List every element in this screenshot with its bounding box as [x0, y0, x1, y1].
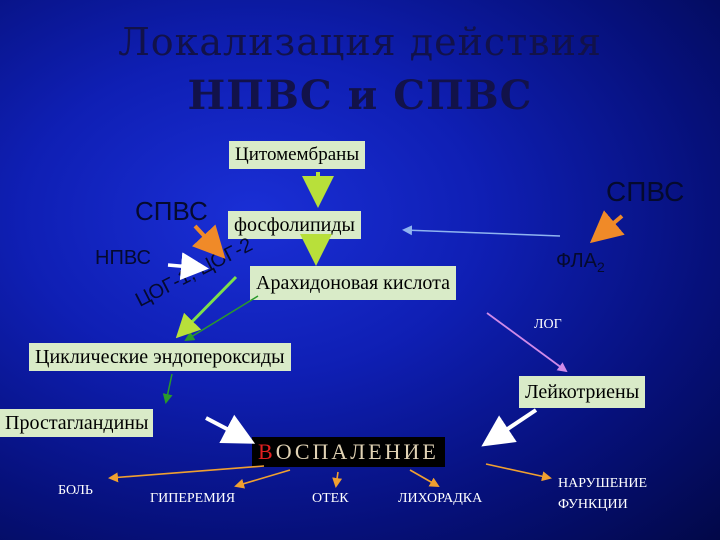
inflammation-rest: ОСПАЛЕНИЕ	[275, 439, 439, 464]
label-spvs-right: СПВС	[606, 176, 685, 207]
label-pla2: ФЛА2	[556, 250, 605, 275]
effect-fever: ЛИХОРАДКА	[398, 491, 483, 506]
arrow-inflammation-to-fever	[409, 469, 440, 487]
arrow-spvs-left-inhibit	[191, 224, 226, 259]
arrow-inflammation-to-pain	[108, 465, 265, 483]
arrow-npvs-to-cox	[167, 252, 209, 281]
arrow-inflammation-to-hyperemia	[234, 469, 291, 489]
effect-hyperemia: ГИПЕРЕМИЯ	[150, 491, 236, 506]
arrow-cox-to-cyclic	[175, 275, 238, 339]
node-cytomembranes: Цитомембраны	[229, 141, 366, 169]
arrow-arachidonic-to-leukotrienes	[486, 312, 568, 373]
effect-dysfunction-line-1: НАРУШЕНИЕ	[558, 476, 648, 491]
effect-edema: ОТЕК	[312, 491, 349, 506]
arrow-prostaglandins-to-inflammation	[205, 414, 256, 444]
title-line-1: Локализация действия	[118, 20, 602, 64]
label-pla2-text: ФЛА	[556, 250, 598, 272]
arrow-spvs-right-inhibit	[589, 210, 625, 244]
node-cyclic-endoperoxides: Циклические эндопероксиды	[29, 343, 291, 371]
arrow-leukotrienes-to-inflammation	[481, 408, 538, 447]
label-log: ЛОГ	[534, 317, 562, 332]
arrow-cyclic-to-prostaglandins	[162, 373, 173, 404]
label-npvs: НПВС	[95, 247, 151, 269]
arrow-pla2-to-phospholipids	[402, 225, 561, 237]
title-line-2: НПВС и СПВС	[187, 72, 533, 119]
effect-pain: БОЛЬ	[58, 483, 93, 498]
node-prostaglandins: Простагландины	[0, 409, 154, 437]
effect-dysfunction-line-2: ФУНКЦИИ	[558, 497, 628, 512]
label-spvs-left: СПВС	[135, 196, 208, 226]
node-phospholipids: фосфолипиды	[228, 211, 361, 239]
node-arachidonic-acid: Арахидоновая кислота	[250, 266, 457, 300]
arrow-inflammation-to-dysfunction	[485, 463, 552, 482]
inflammation-first-letter: В	[258, 439, 276, 464]
label-pla2-subscript: 2	[597, 259, 605, 275]
arrow-inflammation-to-edema	[332, 471, 343, 488]
node-leukotrienes: Лейкотриены	[519, 376, 646, 408]
inflammation-banner: ВОСПАЛЕНИЕ	[252, 437, 445, 467]
